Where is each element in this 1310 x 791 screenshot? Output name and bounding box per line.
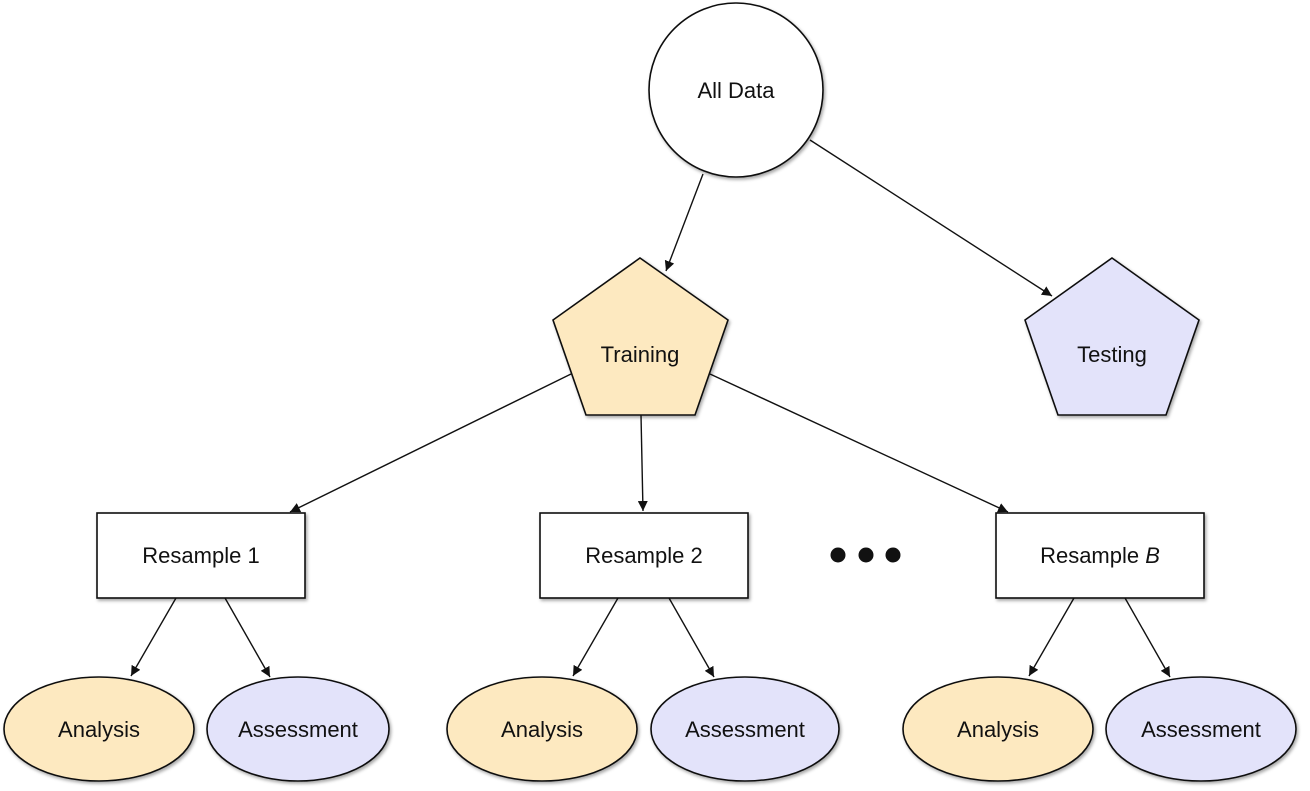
assessment-1-ellipse	[206, 676, 390, 782]
all-data-label: All Data	[697, 78, 775, 103]
dot	[885, 547, 901, 563]
edge-resample2-assessment	[668, 597, 715, 678]
node-analysis-b: Analysis	[902, 676, 1094, 782]
edge-resampleB-assessment	[1124, 597, 1171, 678]
resample-2-label: Resample 2	[585, 543, 702, 568]
edge-training-resampleB	[709, 373, 1009, 513]
resample-b-label: Resample B	[1040, 543, 1160, 568]
training-label: Training	[601, 342, 680, 367]
training-pentagon	[552, 257, 729, 416]
node-training: Training	[552, 257, 729, 416]
edge-alldata-training	[664, 173, 704, 272]
node-assessment-2: Assessment	[650, 676, 840, 782]
testing-pentagon	[1024, 257, 1200, 416]
resample-b-italic: B	[1145, 543, 1160, 568]
edge-training-resample2	[637, 414, 648, 512]
edge-resample1-analysis	[130, 597, 177, 677]
assessment-2-ellipse	[650, 676, 840, 782]
analysis-1-label: Analysis	[58, 717, 140, 742]
edge-training-resample1	[289, 373, 572, 513]
node-resample-1: Resample 1	[96, 512, 306, 599]
node-assessment-b: Assessment	[1105, 676, 1297, 782]
edges	[130, 139, 1171, 678]
node-analysis-2: Analysis	[446, 676, 638, 782]
node-analysis-1: Analysis	[3, 676, 195, 782]
edge-alldata-testing	[809, 139, 1053, 297]
analysis-2-label: Analysis	[501, 717, 583, 742]
edge-resample1-assessment	[224, 597, 271, 678]
assessment-2-label: Assessment	[685, 717, 805, 742]
node-resample-b: Resample B	[995, 512, 1205, 599]
node-resample-2: Resample 2	[539, 512, 749, 599]
node-assessment-1: Assessment	[206, 676, 390, 782]
analysis-1-ellipse	[3, 676, 195, 782]
analysis-b-ellipse	[902, 676, 1094, 782]
resample-b-prefix: Resample	[1040, 543, 1145, 568]
assessment-1-label: Assessment	[238, 717, 358, 742]
node-all-data: All Data	[648, 2, 824, 178]
edge-resample2-analysis	[572, 597, 619, 677]
resample-1-label: Resample 1	[142, 543, 259, 568]
analysis-b-label: Analysis	[957, 717, 1039, 742]
three-dots-icon	[830, 547, 901, 563]
resample-2-box	[539, 512, 749, 599]
assessment-b-label: Assessment	[1141, 717, 1261, 742]
dot	[858, 547, 874, 563]
analysis-2-ellipse	[446, 676, 638, 782]
edge-resampleB-analysis	[1028, 597, 1075, 677]
all-data-circle	[648, 2, 824, 178]
resample-1-box	[96, 512, 306, 599]
resample-b-box	[995, 512, 1205, 599]
assessment-b-ellipse	[1105, 676, 1297, 782]
node-testing: Testing	[1024, 257, 1200, 416]
testing-label: Testing	[1077, 342, 1147, 367]
dot	[830, 547, 846, 563]
